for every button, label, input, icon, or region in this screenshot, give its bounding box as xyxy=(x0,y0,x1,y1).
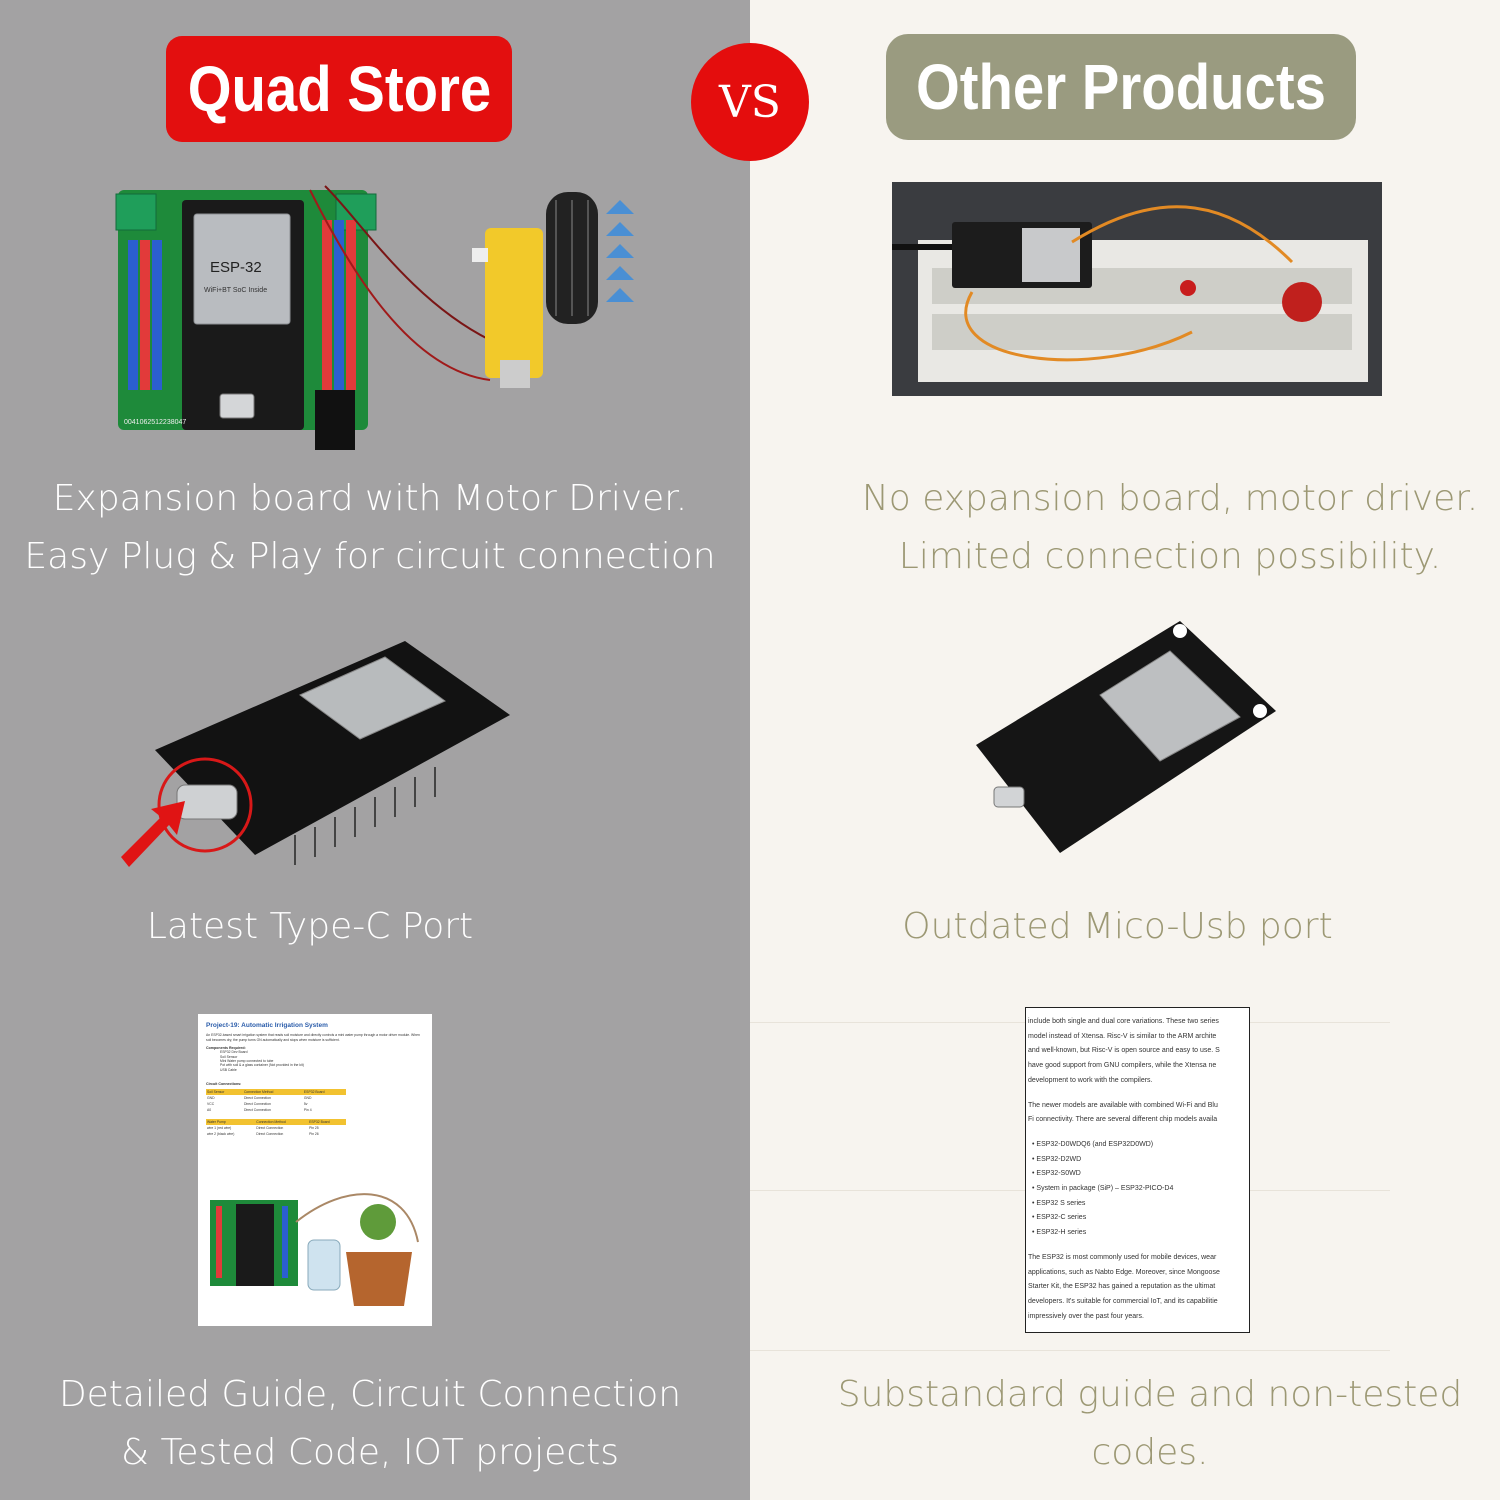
airflow-arrows-icon xyxy=(606,200,634,302)
row1-left-caption: Expansion board with Motor Driver. Easy … xyxy=(24,478,716,577)
guide-title: Project-19: Automatic Irrigation System xyxy=(206,1022,328,1029)
water-pump-table: Water Pump Connection Method ESP32 Board… xyxy=(206,1119,346,1137)
row1-right-caption: No expansion board, motor driver. Limite… xyxy=(861,478,1479,577)
component-item: Mini Water pump connected to tube xyxy=(220,1059,274,1063)
micro-usb-board-image xyxy=(976,621,1276,853)
type-c-board-image xyxy=(121,641,510,867)
guide-text-lines: include both single and dual core variat… xyxy=(1028,1018,1220,1320)
svg-text:0041062512238047: 0041062512238047 xyxy=(124,419,186,426)
components-heading: Components Required: xyxy=(206,1046,246,1051)
micro-usb-port-icon xyxy=(993,786,1025,808)
other-products-badge: Other Products xyxy=(886,34,1356,140)
expansion-board-image: ESP-32 WiFi+BT SoC Inside 00410625122380… xyxy=(115,185,634,450)
irrigation-circuit-illustration xyxy=(210,1193,419,1306)
row3-left-caption: Detailed Guide, Circuit Connection & Tes… xyxy=(58,1374,682,1473)
svg-text:ESP-32: ESP-32 xyxy=(210,259,262,276)
guide-intro: An ESP32-based smart irrigation system t… xyxy=(206,1033,420,1042)
soil-sensor-table: Soil Sensor Connection Method ESP32 Boar… xyxy=(206,1089,346,1113)
row2-right-caption: Outdated Mico-Usb port xyxy=(902,906,1333,947)
breadboard-image xyxy=(892,182,1382,396)
component-item: ESP32 Dev Board xyxy=(220,1050,248,1055)
component-item: Soil Sensor xyxy=(220,1054,238,1059)
row3-right-caption: Substandard guide and non-tested codes. xyxy=(837,1374,1463,1473)
row2-left-caption: Latest Type-C Port xyxy=(146,906,474,947)
substandard-guide-document: include both single and dual core variat… xyxy=(1025,1007,1250,1333)
svg-text:WiFi+BT SoC Inside: WiFi+BT SoC Inside xyxy=(204,287,267,294)
vs-badge: VS xyxy=(691,43,809,161)
circuit-heading: Circuit Connections: xyxy=(206,1082,242,1087)
header-pins-left xyxy=(128,240,162,390)
header-pins-right xyxy=(322,220,356,390)
red-arrow-icon xyxy=(121,801,185,867)
wheel-image xyxy=(546,192,598,324)
usb-c-port-icon xyxy=(176,784,238,820)
highlight-circle xyxy=(157,757,253,853)
divider xyxy=(750,1350,1390,1351)
guide-document: Project-19: Automatic Irrigation System … xyxy=(198,1014,432,1326)
component-item: USB Cable xyxy=(220,1067,237,1072)
quad-store-badge: Quad Store xyxy=(166,36,512,142)
motor-image xyxy=(472,228,543,388)
component-item: Pot with soil & a glass container (Not p… xyxy=(220,1063,304,1068)
